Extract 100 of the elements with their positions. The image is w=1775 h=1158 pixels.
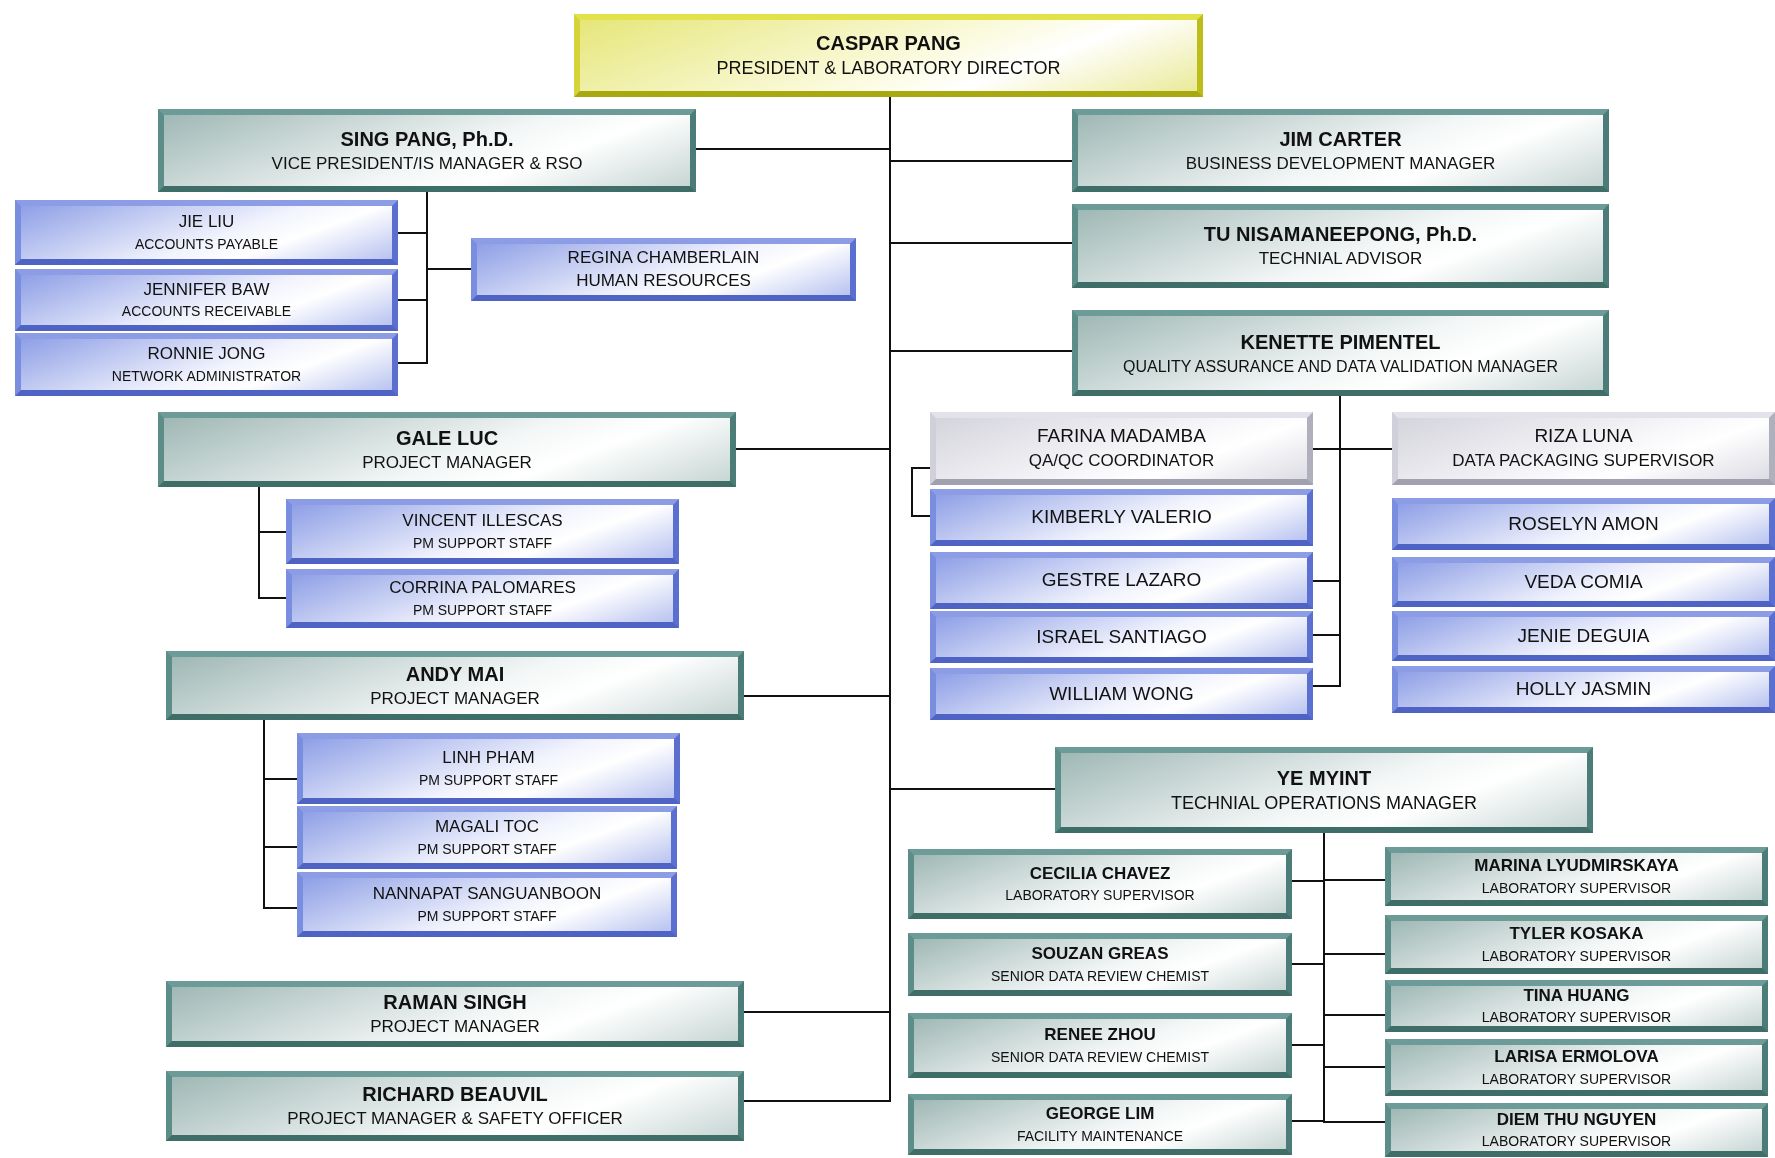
job-title: LABORATORY SUPERVISOR	[1005, 887, 1195, 905]
person-name: NANNAPAT SANGUANBOON	[372, 884, 602, 905]
job-title: PM SUPPORT STAFF	[412, 601, 553, 619]
person-name: FARINA MADAMBA	[1037, 425, 1206, 449]
person-name: GALE LUC	[395, 425, 499, 450]
org-chart-box	[1385, 1039, 1768, 1096]
person-name: TYLER KOSAKA	[1509, 924, 1644, 945]
person-name: ANDY MAI	[405, 661, 505, 686]
org-chart-box	[1392, 412, 1775, 485]
org-chart-box	[930, 489, 1313, 546]
director-box	[574, 14, 1203, 97]
org-chart-box	[908, 1094, 1292, 1155]
org-chart-box	[471, 238, 856, 301]
org-chart-box	[1392, 611, 1775, 661]
job-title: LABORATORY SUPERVISOR	[1481, 947, 1672, 965]
person-name: TU NISAMANEEPONG, Ph.D.	[1203, 222, 1478, 247]
org-chart-box	[930, 412, 1313, 485]
org-chart-box	[15, 269, 398, 331]
job-title: PM SUPPORT STAFF	[418, 771, 559, 789]
org-chart-box	[1072, 109, 1609, 192]
org-chart-box	[930, 668, 1313, 720]
job-title: TECHNIAL ADVISOR	[1258, 249, 1423, 270]
org-chart-box	[297, 872, 677, 937]
job-title: LABORATORY SUPERVISOR	[1481, 1070, 1672, 1088]
person-name: KENETTE PIMENTEL	[1240, 329, 1441, 354]
org-chart-box	[158, 109, 696, 192]
org-chart-box	[15, 200, 398, 265]
org-chart-box	[166, 1071, 744, 1141]
org-chart-box	[930, 611, 1313, 663]
job-title: BUSINESS DEVELOPMENT MANAGER	[1185, 153, 1496, 175]
connector-line	[263, 719, 298, 909]
person-name: WILLIAM WONG	[1049, 682, 1194, 706]
person-name: JENNIFER BAW	[143, 279, 270, 301]
org-chart-box	[1385, 915, 1768, 974]
org-chart-box	[15, 333, 398, 396]
person-name: DIEM THU NGUYEN	[1496, 1109, 1657, 1131]
org-chart-box	[1392, 666, 1775, 713]
job-title: HUMAN RESOURCES	[576, 271, 751, 292]
person-name: TINA HUANG	[1523, 985, 1630, 1007]
person-name: VINCENT ILLESCAS	[402, 511, 563, 532]
org-chart-box	[166, 981, 744, 1047]
person-name: CECILIA CHAVEZ	[1029, 863, 1171, 885]
job-title: SENIOR DATA REVIEW CHEMIST	[990, 1048, 1210, 1066]
job-title: PM SUPPORT STAFF	[417, 907, 557, 925]
person-name: RICHARD BEAUVIL	[362, 1082, 548, 1107]
person-name: HOLLY JASMIN	[1515, 678, 1652, 701]
job-title: PROJECT MANAGER	[362, 452, 532, 474]
person-name: GEORGE LIM	[1045, 1104, 1155, 1125]
job-title: DATA PACKAGING SUPERVISOR	[1452, 451, 1715, 472]
person-name: KIMBERLY VALERIO	[1031, 506, 1212, 529]
job-title: LABORATORY SUPERVISOR	[1481, 1009, 1672, 1027]
job-title: LABORATORY SUPERVISOR	[1481, 1133, 1672, 1151]
job-title: ACCOUNTS PAYABLE	[134, 235, 279, 253]
job-title: QUALITY ASSURANCE AND DATA VALIDATION MANAGER	[1122, 356, 1559, 377]
org-chart-box	[1072, 204, 1609, 288]
job-title: PROJECT MANAGER	[370, 688, 540, 710]
org-chart-box	[1055, 747, 1593, 833]
job-title: PM SUPPORT STAFF	[417, 840, 557, 858]
job-title: ACCOUNTS RECEIVABLE	[121, 303, 292, 321]
person-name: RIZA LUNA	[1534, 425, 1633, 449]
person-name: MARINA LYUDMIRSKAYA	[1474, 856, 1679, 877]
org-chart-box	[908, 849, 1292, 919]
connector-line	[426, 191, 472, 270]
person-name: YE MYINT	[1276, 765, 1372, 790]
job-title: PM SUPPORT STAFF	[412, 534, 553, 552]
person-name: LINH PHAM	[442, 748, 535, 769]
person-name: GESTRE LAZARO	[1041, 569, 1202, 592]
job-title: SENIOR DATA REVIEW CHEMIST	[990, 967, 1210, 985]
org-chart-box	[1072, 310, 1609, 396]
person-name: VEDA COMIA	[1524, 570, 1643, 594]
org-chart-box	[908, 933, 1292, 996]
org-chart-box	[930, 552, 1313, 609]
person-name: RAMAN SINGH	[383, 990, 527, 1015]
org-chart-box	[297, 733, 680, 804]
org-chart-box	[166, 651, 744, 720]
org-chart-box	[286, 569, 679, 628]
org-chart-box	[1385, 847, 1768, 906]
person-name: LARISA ERMOLOVA	[1494, 1047, 1659, 1068]
connector-line	[258, 486, 287, 599]
person-name: RONNIE JONG	[147, 344, 266, 365]
job-title: TECHNIAL OPERATIONS MANAGER	[1170, 792, 1477, 815]
job-title: PROJECT MANAGER & SAFETY OFFICER	[287, 1109, 623, 1130]
person-name: CORRINA PALOMARES	[389, 578, 576, 599]
connector-line	[911, 467, 931, 517]
org-chart-box	[158, 412, 736, 487]
job-title: QA/QC COORDINATOR	[1028, 451, 1215, 472]
org-chart-box	[908, 1013, 1292, 1078]
person-name: CASPAR PANG	[816, 31, 961, 56]
org-chart-box	[1385, 1103, 1768, 1157]
org-chart-box	[297, 806, 677, 869]
job-title: PRESIDENT & LABORATORY DIRECTOR	[716, 58, 1061, 80]
job-title: VICE PRESIDENT/IS MANAGER & RSO	[271, 153, 583, 175]
person-name: REGINA CHAMBERLAIN	[567, 247, 760, 268]
job-title: NETWORK ADMINISTRATOR	[111, 367, 302, 385]
job-title: LABORATORY SUPERVISOR	[1481, 879, 1672, 897]
org-chart-box	[1385, 980, 1768, 1032]
person-name: SING PANG, Ph.D.	[340, 126, 514, 151]
connector-line	[1323, 832, 1386, 1123]
person-name: JIE LIU	[178, 212, 235, 233]
person-name: MAGALI TOC	[434, 817, 540, 838]
